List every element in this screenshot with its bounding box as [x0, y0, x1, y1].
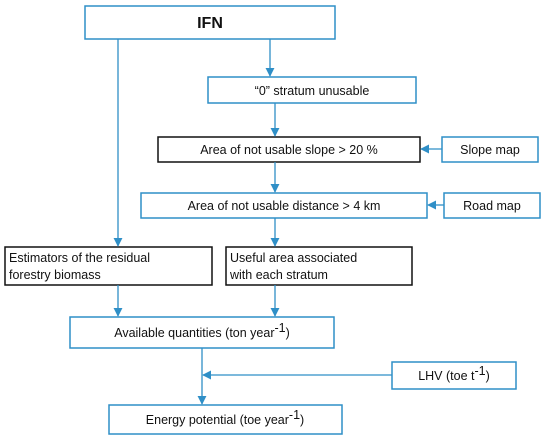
estimators-box: [4, 246, 213, 286]
ifn-label: IFN: [197, 15, 223, 32]
useful-area-label-line2: with each stratum: [229, 268, 328, 282]
ifn-box: [84, 5, 336, 40]
stratum-unusable-label: “0” stratum unusable: [255, 84, 370, 98]
stratum-unusable-box: [207, 76, 417, 104]
slope-area-label: Area of not usable slope > 20 %: [200, 143, 378, 157]
energy-potential-box: [108, 404, 343, 435]
estimators-label-line2: forestry biomass: [9, 268, 101, 282]
useful-area-box: [225, 246, 413, 286]
slope-map-label: Slope map: [460, 143, 520, 157]
lhv-label: LHV (toe t-1): [418, 364, 490, 383]
useful-area-label-line1: Useful area associated: [230, 251, 357, 265]
energy-potential-label: Energy potential (toe year-1): [146, 408, 304, 427]
road-map-label: Road map: [463, 199, 521, 213]
estimators-label-line1: Estimators of the residual: [9, 251, 150, 265]
slope-area-box: [157, 136, 421, 163]
available-quantities-label: Available quantities (ton year-1): [114, 321, 290, 340]
distance-area-label: Area of not usable distance > 4 km: [188, 199, 381, 213]
distance-area-box: [140, 192, 428, 219]
slope-map-box: [441, 136, 539, 163]
